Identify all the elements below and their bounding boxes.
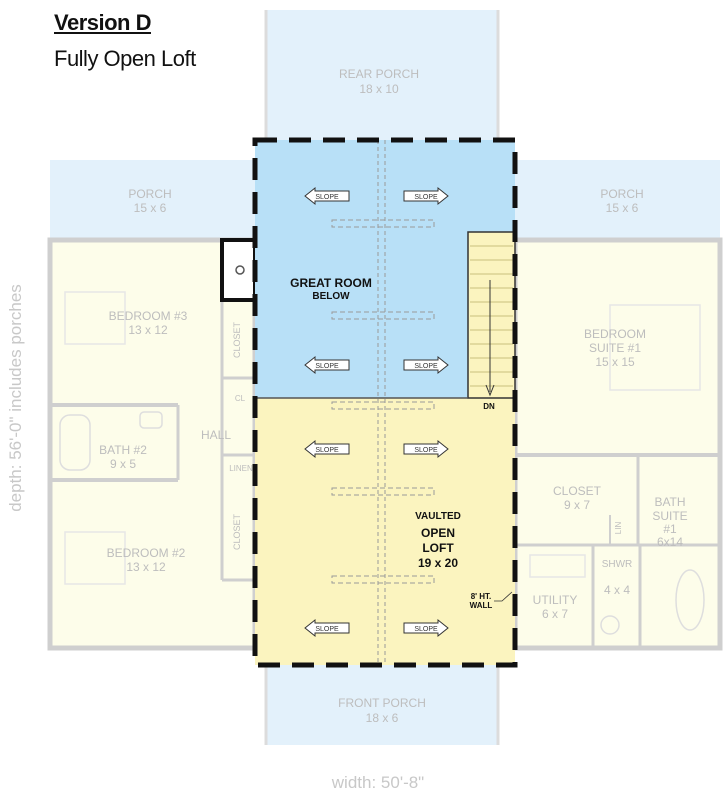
bedroom3-size: 13 x 12: [128, 323, 168, 337]
bedroom3-label: BEDROOM #3: [109, 309, 188, 323]
shwr-size: 4 x 4: [604, 583, 630, 597]
loft-label-1: VAULTED: [415, 511, 461, 522]
bath-suite-size: 6x14: [657, 535, 683, 549]
bedroom2-size: 13 x 12: [126, 560, 166, 574]
slope-label: SLOPE: [315, 194, 339, 201]
slope-label: SLOPE: [315, 626, 339, 633]
stair-dn-label: DN: [483, 402, 495, 411]
loft-label-3: LOFT: [422, 541, 454, 555]
closet-left-top-label: CLOSET: [232, 321, 242, 358]
width-dimension: width: 50'-8": [331, 773, 424, 792]
closet-left-bottom-label: CLOSET: [232, 513, 242, 550]
fireplace: [220, 238, 257, 302]
cl-label: CL: [235, 394, 246, 403]
bath2-label: BATH #2: [99, 443, 147, 457]
bedroom2-label: BEDROOM #2: [107, 546, 186, 560]
wall-note-2: WALL: [470, 601, 493, 610]
slope-label: SLOPE: [414, 363, 438, 370]
utility-size: 6 x 7: [542, 607, 568, 621]
porch-left-area: [50, 160, 255, 238]
bath-suite-label-3: #1: [663, 522, 677, 536]
rear-porch-area: [266, 10, 498, 140]
front-porch-area: [266, 665, 498, 745]
slope-arrows: SLOPE SLOPE SLOPE SLOPE SLOPE SLOPE SLOP…: [304, 186, 449, 638]
front-porch-label: FRONT PORCH: [338, 696, 426, 710]
lin-label: LIN: [614, 522, 623, 535]
bath-suite-label-2: SUITE: [652, 509, 687, 523]
porch-right-area: [515, 160, 720, 238]
front-porch-size: 18 x 6: [366, 711, 399, 725]
shwr-label: SHWR: [602, 559, 633, 570]
slope-label: SLOPE: [414, 447, 438, 454]
slope-label: SLOPE: [315, 447, 339, 454]
closet-right-label: CLOSET: [553, 484, 602, 498]
bath2-size: 9 x 5: [110, 457, 136, 471]
hall-label: HALL: [201, 428, 231, 442]
main-walls: [252, 137, 518, 668]
linen-label: LINEN: [229, 464, 253, 473]
plan-subtitle: Fully Open Loft: [54, 46, 196, 71]
great-room-label: GREAT ROOM: [290, 276, 372, 290]
slope-label: SLOPE: [414, 194, 438, 201]
rear-porch-label: REAR PORCH: [339, 67, 419, 81]
loft-size: 19 x 20: [418, 556, 458, 570]
slope-label: SLOPE: [315, 363, 339, 370]
bedroom-suite-label-2: SUITE #1: [589, 341, 641, 355]
slope-label: SLOPE: [414, 626, 438, 633]
rear-porch-size: 18 x 10: [359, 82, 399, 96]
porch-left-label: PORCH: [128, 187, 171, 201]
loft-label-2: OPEN: [421, 526, 455, 540]
utility-label: UTILITY: [533, 593, 578, 607]
great-room-note: BELOW: [312, 291, 350, 302]
bedroom-suite-label: BEDROOM: [584, 327, 646, 341]
porch-left-size: 15 x 6: [134, 201, 167, 215]
wall-note-1: 8' HT.: [471, 592, 492, 601]
stair: [467, 231, 516, 399]
closet-right-size: 9 x 7: [564, 498, 590, 512]
depth-dimension: depth: 56'-0" includes porches: [6, 284, 25, 512]
right-wing: [512, 237, 723, 651]
porch-right-size: 15 x 6: [606, 201, 639, 215]
porch-right-label: PORCH: [600, 187, 643, 201]
plan-title: Version D: [54, 10, 151, 35]
bath-suite-label: BATH: [654, 495, 685, 509]
bedroom-suite-size: 15 x 15: [595, 355, 635, 369]
